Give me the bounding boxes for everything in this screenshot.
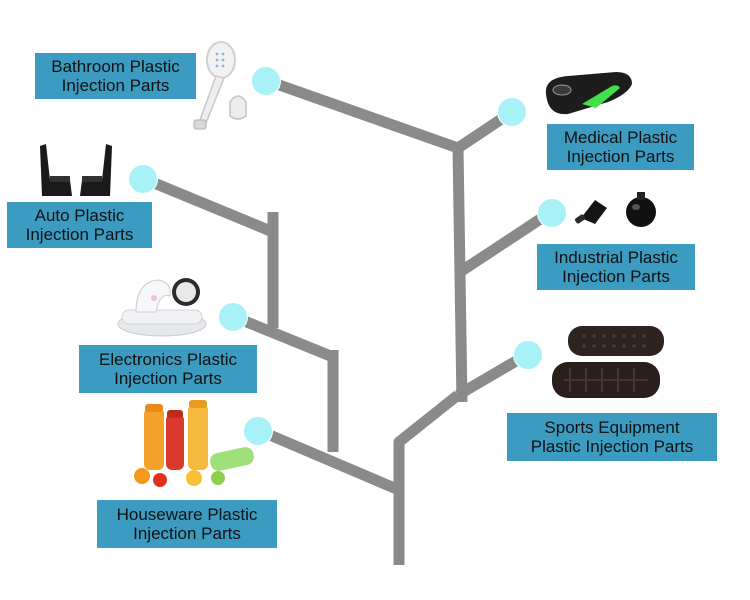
branch-houseware (255, 424, 402, 496)
node-bathroom[interactable] (251, 66, 281, 96)
label-houseware-line2: Injection Parts (133, 524, 241, 543)
robot-vacuum-icon (117, 278, 207, 337)
label-auto[interactable]: Auto Plastic Injection Parts (7, 202, 152, 248)
label-houseware[interactable]: Houseware Plastic Injection Parts (97, 500, 277, 548)
branch-auto (139, 172, 276, 238)
car-mudflap-icon (40, 144, 112, 196)
node-electronics[interactable] (218, 302, 248, 332)
label-sports-line2: Plastic Injection Parts (530, 437, 694, 456)
branch-industrial (456, 207, 555, 277)
label-sports-line1: Sports Equipment (544, 418, 680, 437)
label-medical-line2: Injection Parts (566, 147, 675, 166)
node-houseware[interactable] (243, 416, 273, 446)
label-industrial[interactable]: Industrial Plastic Injection Parts (537, 244, 695, 290)
label-industrial-line2: Injection Parts (562, 267, 670, 286)
node-medical[interactable] (497, 97, 527, 127)
medical-scanner-icon (545, 72, 632, 115)
industrial-knob-icon (574, 192, 656, 227)
branch-bathroom (263, 74, 460, 154)
label-bathroom[interactable]: Bathroom Plastic Injection Parts (35, 53, 196, 99)
shower-head-icon (193, 41, 247, 130)
label-industrial-line1: Industrial Plastic (554, 248, 678, 267)
label-sports[interactable]: Sports Equipment Plastic Injection Parts (507, 413, 717, 461)
label-electronics[interactable]: Electronics Plastic Injection Parts (79, 345, 257, 393)
right-trunk (452, 147, 468, 403)
tree-trunk (393, 390, 462, 565)
grip-pad-icon (552, 326, 664, 398)
label-bathroom-line1: Bathroom Plastic (51, 57, 180, 76)
node-industrial[interactable] (537, 198, 567, 228)
label-houseware-line1: Houseware Plastic (116, 505, 258, 524)
label-auto-line1: Auto Plastic (34, 206, 125, 225)
node-sports[interactable] (513, 340, 543, 370)
label-auto-line2: Injection Parts (25, 225, 134, 244)
node-auto[interactable] (128, 164, 158, 194)
label-bathroom-line2: Injection Parts (61, 76, 170, 95)
branch-electronics (229, 310, 336, 363)
label-medical[interactable]: Medical Plastic Injection Parts (547, 124, 694, 170)
label-electronics-line2: Injection Parts (114, 369, 222, 388)
label-medical-line1: Medical Plastic (563, 128, 678, 147)
water-bottle-icon (134, 400, 254, 487)
label-electronics-line1: Electronics Plastic (99, 350, 237, 369)
